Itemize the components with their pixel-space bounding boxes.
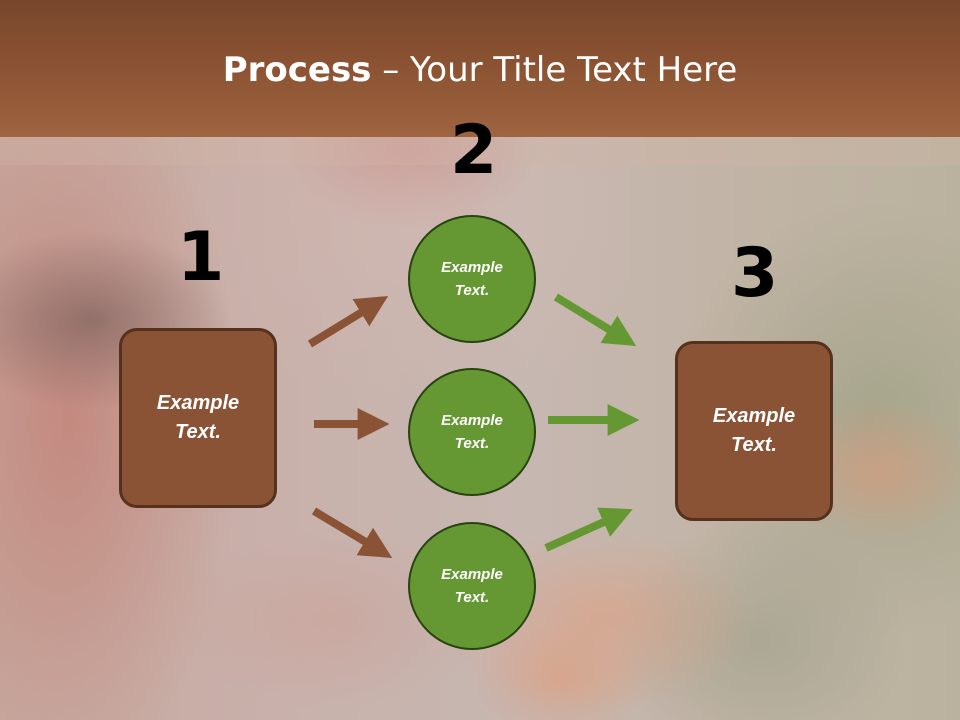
arrow-to-circle-1	[307, 295, 389, 348]
right-process-box: Example Text.	[675, 341, 833, 521]
right-box-label: Example Text.	[712, 405, 796, 456]
circle-step-2: Example Text.	[408, 368, 536, 496]
step-number-1: 1	[177, 218, 225, 297]
arrow-to-circle-3	[311, 507, 393, 558]
arrow-from-circle-1	[553, 293, 637, 347]
left-box-label: Example Text.	[156, 392, 240, 443]
title-band	[0, 0, 960, 137]
step-number-2: 2	[450, 111, 498, 190]
arrow-from-circle-3	[544, 507, 633, 552]
left-process-box: Example Text.	[119, 328, 277, 508]
circle-step-3: Example Text.	[408, 522, 536, 650]
title-rest: – Your Title Text Here	[371, 50, 738, 90]
step-number-3: 3	[731, 234, 779, 313]
circle-1-label: Example Text.	[441, 259, 503, 299]
slide-title: Process – Your Title Text Here	[0, 50, 960, 90]
circle-3-label: Example Text.	[441, 566, 503, 606]
circle-step-1: Example Text.	[408, 215, 536, 343]
circle-2-label: Example Text.	[441, 412, 503, 452]
title-bold: Process	[222, 50, 372, 90]
title-band-fade	[0, 137, 960, 165]
